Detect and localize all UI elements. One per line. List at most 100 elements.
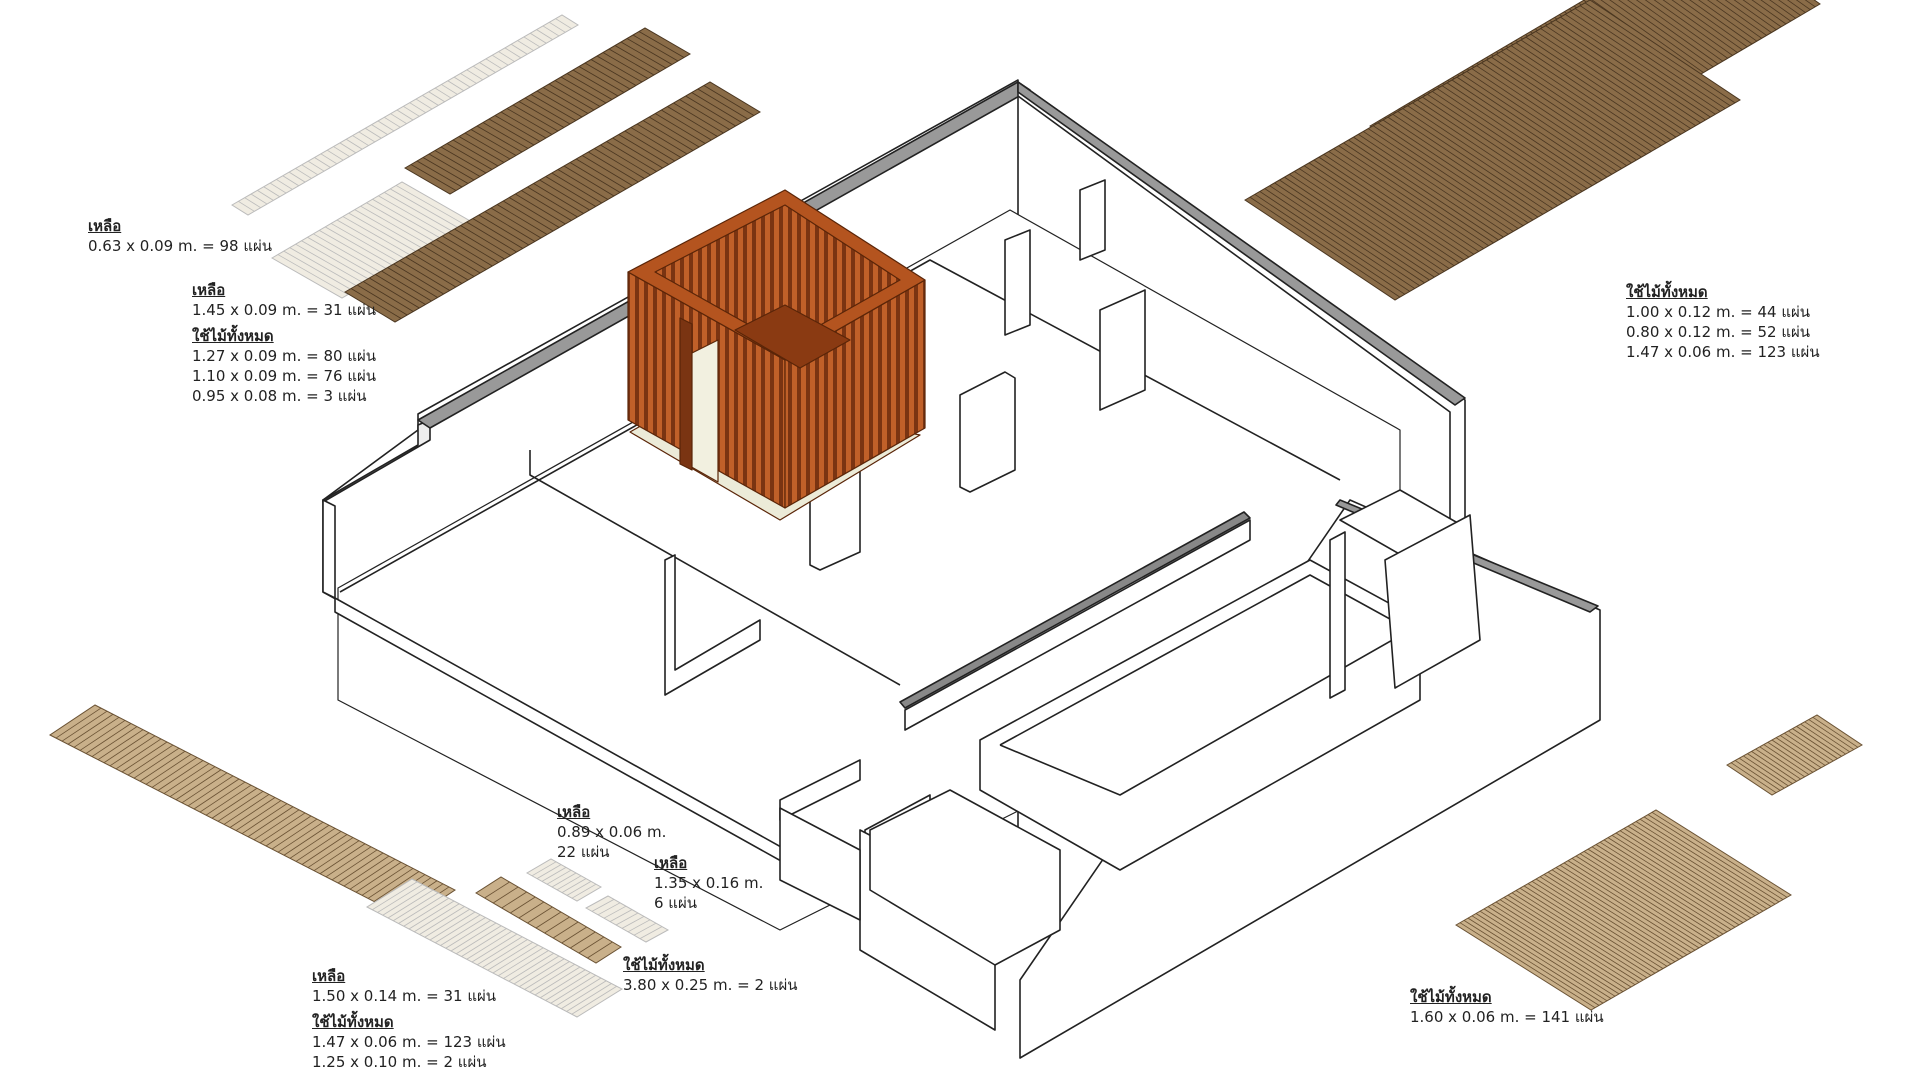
plank-line <box>476 125 523 153</box>
plank-line <box>603 905 627 919</box>
plank-line <box>1689 0 1753 45</box>
plank-line <box>1763 744 1810 775</box>
plank-line <box>349 858 396 890</box>
plank-line <box>597 902 621 916</box>
plank-line <box>403 897 449 927</box>
plank-line <box>333 146 350 157</box>
label-line: 1.50 x 0.14 m. = 31 แผ่น <box>312 987 497 1005</box>
plank-line <box>1800 723 1846 755</box>
plank-line <box>512 104 559 132</box>
plank-line <box>1523 885 1660 972</box>
plank-line <box>1259 191 1411 292</box>
plank-line <box>606 141 657 172</box>
plank-line <box>590 59 637 86</box>
plank-line <box>1715 0 1767 36</box>
plank-line <box>561 980 607 1010</box>
label-line: 1.25 x 0.10 m. = 2 แผ่น <box>312 1053 487 1071</box>
plank-line <box>445 919 491 949</box>
plank-line <box>277 821 324 853</box>
plank-line <box>1441 85 1593 187</box>
plank-line <box>530 94 577 121</box>
plank-line <box>541 867 567 882</box>
plank-line <box>265 815 312 847</box>
plank-line <box>367 868 414 899</box>
plank-line <box>1264 188 1415 289</box>
plank-line <box>151 757 198 788</box>
plank-line <box>566 73 613 100</box>
plank-line <box>157 760 204 791</box>
plank-line <box>307 236 378 278</box>
label-heading: ใช้ไม้ทั้งหมด <box>312 1013 394 1031</box>
plank-line <box>501 891 527 909</box>
plank-line <box>639 926 663 939</box>
plank-line <box>1570 11 1721 112</box>
plank-line <box>632 34 679 62</box>
plank-line <box>1432 91 1583 192</box>
plank-line <box>295 243 366 285</box>
plank-line <box>697 88 749 120</box>
plank-line <box>630 127 682 158</box>
label-line: 1.10 x 0.09 m. = 76 แผ่น <box>192 367 377 385</box>
inner-partition-3 <box>1099 289 1146 411</box>
plank-line <box>703 85 755 116</box>
plank-line <box>570 931 596 949</box>
label-line: 1.60 x 0.06 m. = 141 แผ่น <box>1410 1008 1604 1026</box>
plank-line <box>464 132 511 160</box>
plank-line <box>492 944 539 974</box>
panel-leftover-top-1 <box>231 14 579 216</box>
plank-line <box>535 911 562 929</box>
plank-line <box>1511 892 1648 979</box>
long-partition <box>904 519 1251 731</box>
plank-line <box>235 800 282 831</box>
plank-line <box>1571 857 1708 944</box>
plank-line <box>1507 894 1644 981</box>
plank-line <box>1778 0 1801 16</box>
plank-line <box>393 263 444 295</box>
plank-line <box>307 837 354 868</box>
plank-line <box>609 909 633 922</box>
plank-line <box>614 45 661 72</box>
plank-line <box>1587 848 1724 935</box>
plank-line <box>314 157 331 168</box>
plank-line <box>1804 721 1850 753</box>
plank-line <box>494 115 541 142</box>
plank-line <box>1456 76 1608 178</box>
plank-line <box>542 87 589 114</box>
plank-line <box>1627 0 1719 65</box>
plank-line <box>337 852 384 884</box>
plank-line <box>492 886 519 904</box>
lower-room-e <box>779 807 861 921</box>
plank-line <box>1501 51 1652 152</box>
plank-line <box>405 256 457 288</box>
plank-line <box>491 54 509 66</box>
plank-line <box>1555 867 1692 953</box>
plank-line <box>417 249 469 281</box>
plank-line <box>301 164 319 176</box>
plank-line <box>441 84 458 95</box>
plank-line <box>1539 876 1676 963</box>
plank-line <box>550 974 596 1004</box>
plank-line <box>1471 915 1608 1002</box>
plank-line <box>549 21 566 33</box>
plank-line <box>566 983 612 1012</box>
plank-line <box>627 919 651 933</box>
plank-line <box>238 201 255 212</box>
plank-line <box>470 129 517 156</box>
plank-line <box>503 950 549 979</box>
plank-line <box>521 190 572 221</box>
plank-line <box>1323 153 1475 255</box>
plank-line <box>419 906 465 935</box>
label-line: 1.00 x 0.12 m. = 44 แผ่น <box>1626 303 1811 321</box>
plank-line <box>1560 16 1711 118</box>
plank-line <box>506 108 553 135</box>
plank-line <box>502 200 554 232</box>
plank-line <box>1486 59 1637 161</box>
plank-line <box>1254 193 1406 295</box>
plank-line <box>371 124 388 135</box>
label-line: 1.47 x 0.06 m. = 123 แผ่น <box>312 1033 506 1051</box>
plank-line <box>539 179 590 211</box>
plank-line <box>566 881 592 896</box>
